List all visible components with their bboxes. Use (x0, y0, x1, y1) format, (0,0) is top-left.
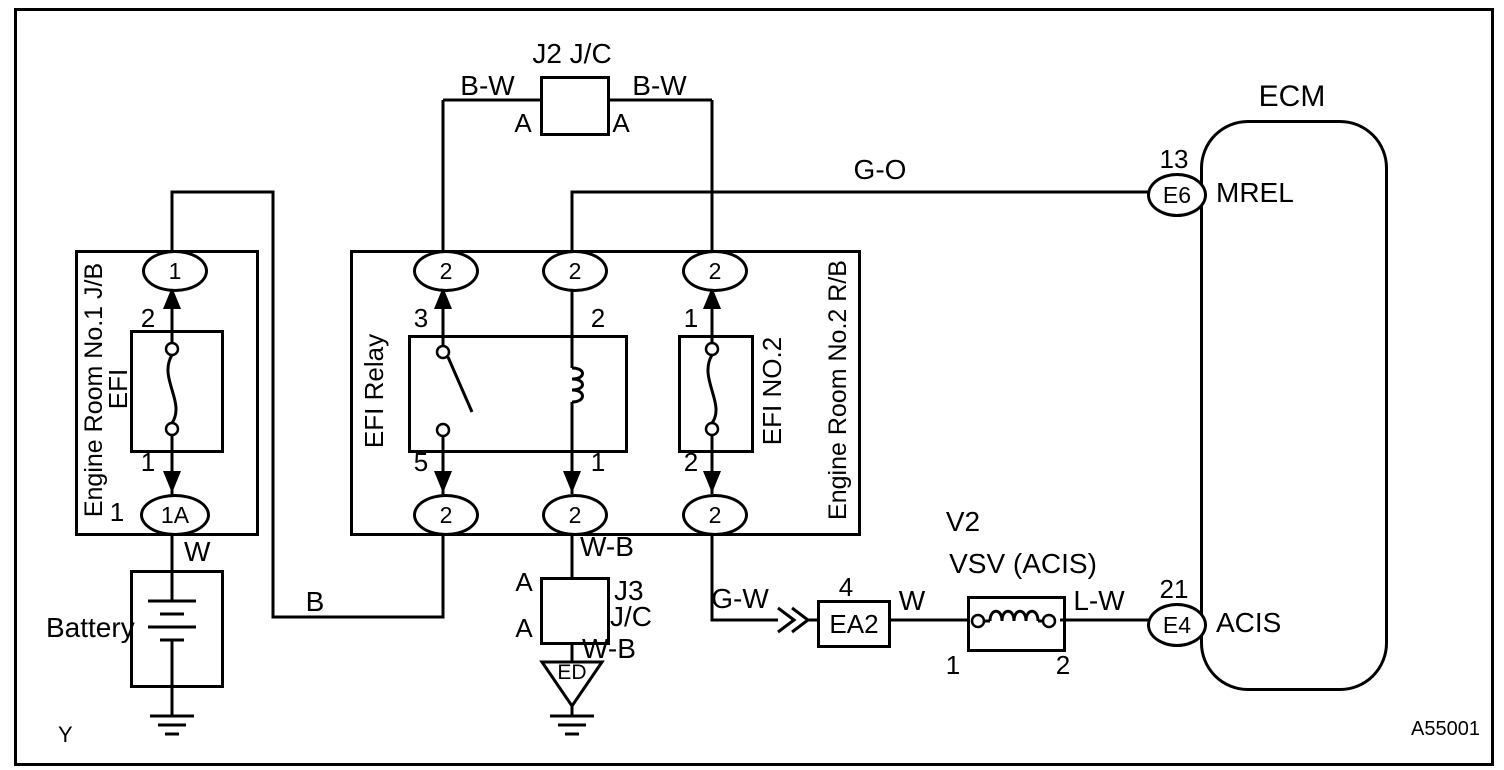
rb2-box (350, 250, 861, 536)
inline-connector-chevron-2 (791, 606, 811, 634)
relay-switch-arm (446, 356, 474, 413)
up-arrow-icon (434, 287, 452, 309)
wire-battery-feed-b (170, 190, 445, 619)
connector-oval-e4: E4 (1147, 603, 1207, 647)
wire-label-gw: G-W (711, 583, 769, 614)
relay-pin-top: 3 (413, 303, 429, 333)
down-arrow-icon (703, 471, 721, 493)
connector-oval-coil-top: 2 (542, 250, 608, 292)
down-arrow-icon (563, 471, 581, 493)
diagram-border (14, 8, 1494, 766)
up-arrow-icon (163, 287, 181, 309)
connector-oval-jb1-bottom: 1A (140, 494, 210, 536)
terminal-circle (435, 422, 451, 438)
jb1-fuse-box (130, 330, 224, 453)
ecm-box (1200, 120, 1388, 691)
down-arrow-icon (434, 471, 452, 493)
fuse2-box (678, 335, 754, 453)
wire-label-bw-right: B-W (632, 70, 687, 101)
connector-oval-relay-bottom: 2 (413, 494, 479, 536)
jb1-fuse-pin-top: 2 (140, 303, 156, 333)
j2-junction-box (540, 76, 610, 136)
wire-label-w: W (898, 585, 926, 616)
wire-label-wb-top: W-B (580, 531, 634, 562)
jb1-fuse-pin-bottom: 1 (140, 447, 156, 477)
terminal-circle (704, 421, 720, 437)
vsv-code: V2 (945, 506, 981, 537)
jb1-pin-out: 1 (109, 497, 125, 527)
ecm-pin-21: 21 (1159, 574, 1189, 604)
ed-ground-triangle (539, 660, 605, 709)
ecm-pin-13: 13 (1159, 144, 1189, 174)
rb2-name: Engine Room No.2 R/B (824, 260, 852, 520)
fuse2-pin-bottom: 2 (683, 447, 699, 477)
wire-label-g-o: G-O (853, 154, 907, 185)
coil-pin-bottom: 1 (590, 447, 606, 477)
terminal-circle (704, 341, 720, 357)
up-arrow-icon (703, 287, 721, 309)
relay-coil-symbol (571, 366, 584, 404)
connector-oval-coil-bottom: 2 (542, 494, 608, 536)
connector-oval-jb1-top: 1 (142, 250, 208, 292)
fuse2-element (706, 354, 718, 424)
j3-pin-top: A (515, 567, 533, 597)
page-marker: Y (58, 722, 73, 747)
connector-oval-relay-top: 2 (413, 250, 479, 292)
connector-oval-fuse2-bottom: 2 (682, 494, 748, 536)
wire-label-bw-left: B-W (460, 70, 515, 101)
efi-relay-box (408, 335, 628, 453)
ea2-label: EA2 (829, 608, 879, 639)
inline-connector-chevron-1 (777, 606, 797, 634)
down-arrow-icon (163, 471, 181, 493)
ecm-signal-mrel: MREL (1216, 177, 1294, 208)
ecm-signal-acis: ACIS (1216, 607, 1282, 638)
drawing-code: A55001 (1411, 718, 1480, 740)
terminal-circle (1041, 613, 1057, 629)
j2-pin-left: A (514, 108, 532, 138)
connector-arrows (163, 287, 721, 493)
coil-pin-top: 2 (590, 303, 606, 333)
jb1-fuse-name: EFI (103, 368, 133, 410)
vsv-name: VSV (ACIS) (949, 548, 1097, 579)
wire-label-wb-bottom: W-B (582, 633, 636, 664)
vsv-coil-symbol (988, 609, 1040, 622)
j2-pin-right: A (612, 108, 630, 138)
j2-title: J2 J/C (532, 38, 612, 69)
relay-pin-bottom: 5 (413, 447, 429, 477)
j3-pin-bottom: A (515, 613, 533, 643)
wire-label-w-battery: W (184, 536, 211, 567)
efi-relay-name: EFI Relay (359, 333, 389, 449)
terminal-circle (970, 613, 986, 629)
fuse2-name: EFI NO.2 (757, 336, 787, 446)
vsv-box (967, 596, 1066, 652)
terminal-circles (164, 341, 1057, 629)
ed-ground-label: ED (557, 661, 587, 684)
terminal-circle (164, 341, 180, 357)
terminal-circle (435, 344, 451, 360)
ea2-pin: 4 (838, 572, 854, 602)
wire-g-o (570, 190, 1150, 268)
wire-label-b: B (305, 586, 325, 617)
battery-box (130, 570, 224, 688)
fuse2-pin-top: 1 (683, 303, 699, 333)
vsv-pin-1: 1 (945, 650, 961, 680)
connector-oval-e6: E6 (1147, 173, 1207, 217)
battery-label: Battery (46, 612, 135, 643)
ecm-title: ECM (1258, 80, 1326, 113)
wire-gw-run (710, 530, 778, 622)
j3-title-line2: J/C (610, 601, 652, 632)
vsv-pin-2: 2 (1055, 650, 1071, 680)
ea2-connector-box: EA2 (817, 600, 891, 648)
wire-label-lw: L-W (1073, 585, 1125, 616)
j3-junction-box (540, 577, 610, 645)
terminal-circle (164, 421, 180, 437)
j3-title-line1: J3 (614, 575, 644, 606)
fuse1-element (166, 354, 178, 424)
connector-oval-fuse2-top: 2 (682, 250, 748, 292)
